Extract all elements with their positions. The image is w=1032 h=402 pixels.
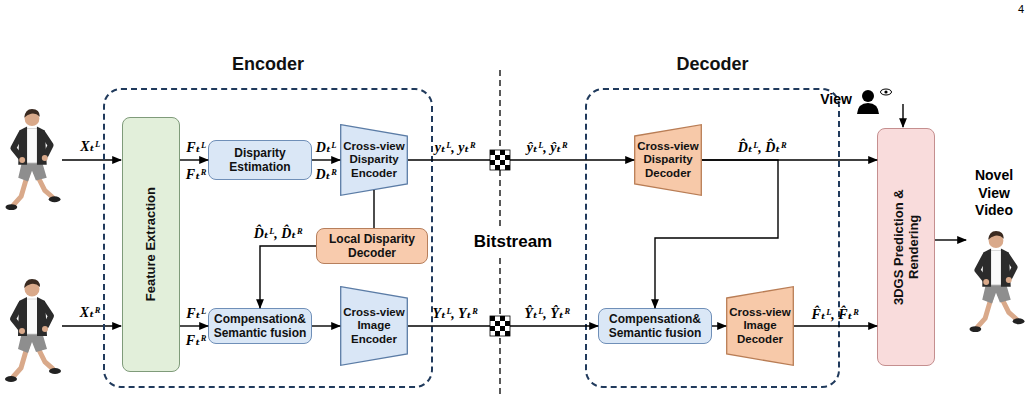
- node-label: Compensation& Semantic fusion: [211, 312, 309, 340]
- node-label: Cross-view Image Encoder: [343, 306, 405, 347]
- channel-divider: [499, 258, 500, 396]
- input-right-view: [5, 279, 61, 382]
- channel-divider: [499, 70, 500, 226]
- encoder-block: Cross-view Image Encoder: [340, 286, 408, 366]
- view-arrow: [902, 104, 903, 127]
- node-label: 3DGS Prediction & Rendering: [891, 172, 922, 322]
- node-label: Cross-view Disparity Decoder: [637, 140, 699, 181]
- signal-label: Yₜᴸ, Yₜᴿ: [432, 305, 477, 322]
- quantizer-cell: [490, 150, 495, 155]
- channel-label: Bitstream: [472, 232, 554, 252]
- connector-arrow: [373, 190, 374, 228]
- rendering-box: 3DGS Prediction & Rendering: [877, 128, 935, 366]
- signal-label: ŷₜᴸ, ŷₜᴿ: [527, 139, 568, 156]
- quantizer-cell: [505, 165, 510, 170]
- connector-arrow: [408, 325, 598, 326]
- decoder-box: Local Disparity Decoder: [316, 228, 428, 264]
- input-left-view: [5, 109, 60, 210]
- quantizer-cell: [500, 316, 505, 321]
- signal-label: Xₜᴿ: [80, 304, 100, 321]
- quantizer-board: [490, 316, 510, 336]
- connector-arrow: [794, 325, 877, 326]
- trapezoid-shape: [341, 287, 408, 366]
- page-number: 4: [1018, 3, 1024, 15]
- quantizer-cell: [505, 321, 510, 326]
- signal-label: Fₜᴿ: [186, 166, 206, 183]
- node-label: Local Disparity Decoder: [319, 232, 425, 260]
- quantizer-cell: [495, 155, 500, 160]
- encoder-block: Cross-view Disparity Encoder: [340, 124, 408, 196]
- node-label: Cross-view Disparity Encoder: [343, 140, 405, 181]
- input-arrow: [62, 159, 121, 160]
- signal-label: F̂ₜᴸ, F̂ₜᴿ: [812, 306, 859, 323]
- feature-extraction-box: Feature Extraction: [122, 117, 180, 372]
- process-box: Disparity Estimation: [208, 140, 312, 180]
- viewer-head: [862, 90, 874, 102]
- group-title: Decoder: [587, 54, 838, 75]
- connector-arrow: [702, 159, 877, 160]
- input-arrow: [62, 325, 121, 326]
- node-label: Disparity Estimation: [211, 146, 309, 174]
- node-label: Cross-view Image Decoder: [729, 306, 791, 347]
- signal-label: D̂ₜᴸ, D̂ₜᴿ: [738, 139, 787, 156]
- connector-arrow: [260, 246, 316, 308]
- signal-label: Xₜᴸ: [80, 138, 100, 155]
- group-title: Encoder: [105, 54, 431, 75]
- connector-arrow: [180, 325, 208, 326]
- process-box: Compensation& Semantic fusion: [208, 308, 312, 344]
- signal-label: Fₜᴸ: [186, 305, 206, 322]
- decoder-block: Cross-view Disparity Decoder: [634, 124, 702, 196]
- connector-arrow: [408, 159, 634, 160]
- quantizer-cell: [495, 331, 500, 336]
- decoder-block: Cross-view Image Decoder: [726, 286, 794, 366]
- connector-arrow: [712, 325, 726, 326]
- quantizer-cell: [495, 321, 500, 326]
- trapezoid-shape: [635, 125, 702, 196]
- viewer-pupil: [884, 90, 887, 93]
- view-label: View: [820, 91, 852, 107]
- output-arrow: [935, 239, 966, 240]
- output-novel-view: [969, 231, 1024, 332]
- trapezoid-shape: [727, 287, 794, 366]
- viewer-body: [857, 103, 879, 114]
- quantizer-cell: [505, 155, 510, 160]
- connector-arrow: [180, 159, 208, 160]
- quantizer-cell: [490, 160, 495, 165]
- quantizer-board: [490, 150, 510, 170]
- signal-label: Dₜᴸ: [316, 139, 336, 156]
- decoder-group: DecoderCross-view Disparity DecoderCompe…: [585, 88, 840, 388]
- node-label: Feature Extraction: [143, 187, 158, 301]
- quantizer-symbol: [490, 316, 510, 336]
- signal-label: Dₜᴿ: [315, 166, 336, 183]
- connector-arrow: [312, 325, 340, 326]
- node-label: Compensation& Semantic fusion: [601, 312, 709, 340]
- connector-arrow: [312, 159, 340, 160]
- signal-label: yₜᴸ, yₜᴿ: [435, 139, 476, 156]
- output-label: Novel View Video: [965, 167, 1023, 220]
- quantizer-cell: [500, 150, 505, 155]
- quantizer-cell: [500, 160, 505, 165]
- process-box: Compensation& Semantic fusion: [598, 308, 712, 344]
- trapezoid-shape: [341, 125, 408, 196]
- signal-label: Fₜᴸ: [186, 139, 206, 156]
- signal-label: D̂ₜᴸ, D̂ₜᴿ: [254, 225, 303, 242]
- quantizer-cell: [500, 326, 505, 331]
- viewer-eye: [881, 89, 892, 95]
- quantizer-cell: [490, 316, 495, 321]
- signal-label: Ŷₜᴸ, Ŷₜᴿ: [524, 305, 569, 322]
- quantizer-cell: [495, 165, 500, 170]
- quantizer-cell: [505, 331, 510, 336]
- signal-label: Fₜᴿ: [186, 332, 206, 349]
- quantizer-symbol: [490, 150, 510, 170]
- quantizer-cell: [490, 326, 495, 331]
